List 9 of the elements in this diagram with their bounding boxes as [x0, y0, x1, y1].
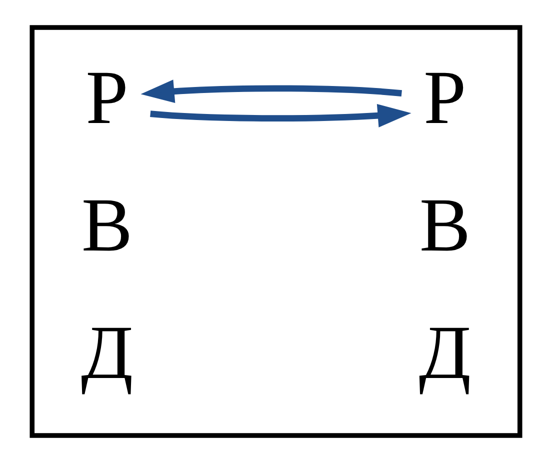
node-text: Д: [80, 310, 133, 395]
node-text: Р: [85, 54, 128, 140]
node-text: В: [81, 182, 132, 268]
cluster: [29, 25, 522, 438]
node-text: Д: [418, 310, 471, 395]
node-text: Р: [423, 54, 466, 140]
node-text: В: [418, 182, 470, 268]
arrow: [140, 80, 402, 104]
arrow: [150, 104, 411, 128]
